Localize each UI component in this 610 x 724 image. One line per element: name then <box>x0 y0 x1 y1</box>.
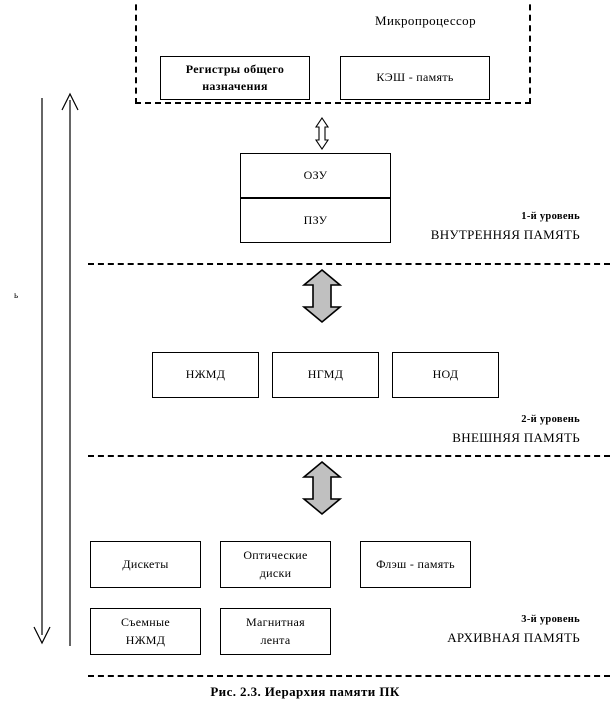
box-flash-memory: Флэш - память <box>360 541 471 588</box>
level-3-number: 3-й уровень <box>521 614 580 625</box>
box-ngmd: НГМД <box>272 352 379 398</box>
separator-level-1 <box>88 263 610 265</box>
box-ozu: ОЗУ <box>240 153 391 198</box>
level-1-name: ВНУТРЕННЯЯ ПАМЯТЬ <box>430 226 580 242</box>
level-label-internal-memory: 1-й уровень ВНУТРЕННЯЯ ПАМЯТЬ <box>380 209 580 244</box>
box-ozu-label: ОЗУ <box>303 167 328 182</box>
box-diskety: Дискеты <box>90 541 201 588</box>
separator-level-2 <box>88 455 610 457</box>
external-to-archive-arrow-icon <box>301 460 343 516</box>
box-cache-memory: КЭШ - память <box>340 56 490 100</box>
box-pzu-label: ПЗУ <box>303 212 328 227</box>
level-label-archive-memory: 3-й уровень АРХИВНАЯ ПАМЯТЬ <box>380 612 580 647</box>
cpu-to-ram-arrow-icon <box>314 117 330 150</box>
level-2-number: 2-й уровень <box>521 414 580 425</box>
level-label-external-memory: 2-й уровень ВНЕШНЯЯ ПАМЯТЬ <box>380 412 580 447</box>
side-down-arrow-icon <box>33 98 51 645</box>
box-ngmd-label: НГМД <box>307 367 344 382</box>
level-1-number: 1-й уровень <box>521 211 580 222</box>
level-2-name: ВНЕШНЯЯ ПАМЯТЬ <box>452 429 580 445</box>
figure-caption: Рис. 2.3. Иерархия памяти ПК <box>210 684 400 699</box>
level-3-name: АРХИВНАЯ ПАМЯТЬ <box>447 629 580 645</box>
box-cache-memory-label: КЭШ - память <box>376 70 454 85</box>
stray-margin-glyph: ь <box>14 290 19 300</box>
box-diskety-label: Дискеты <box>122 556 169 571</box>
box-nzhmd: НЖМД <box>152 352 259 398</box>
box-nzhmd-label: НЖМД <box>185 367 226 382</box>
microprocessor-title: Микропроцессор <box>375 13 476 28</box>
separator-level-3 <box>88 675 610 677</box>
box-pzu: ПЗУ <box>240 198 391 243</box>
internal-to-external-arrow-icon <box>301 268 343 324</box>
box-nod-label: НОД <box>432 367 459 382</box>
box-nod: НОД <box>392 352 499 398</box>
box-flash-memory-label: Флэш - память <box>376 556 455 571</box>
side-up-arrow-icon <box>61 92 79 646</box>
microprocessor-group-border <box>135 0 531 104</box>
